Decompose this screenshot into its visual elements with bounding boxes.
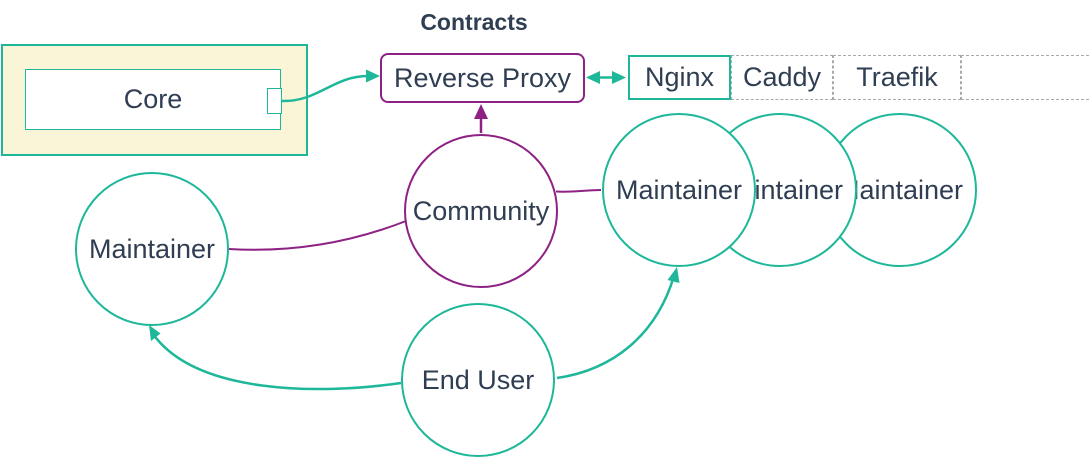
core-label: Core: [123, 84, 183, 114]
proxy-cell-nginx: Nginx: [628, 55, 731, 100]
arrowhead-up-icon: [149, 325, 161, 341]
end-user-label: End User: [421, 364, 535, 395]
reverse-proxy-node: Reverse Proxy: [380, 53, 585, 103]
reverse-proxy-label: Reverse Proxy: [393, 62, 572, 93]
edge-community-to-maintainer-left: [228, 220, 407, 251]
caddy-label: Caddy: [742, 62, 822, 92]
edge-community-to-maintainer-right: [555, 189, 602, 193]
nginx-label: Nginx: [644, 62, 715, 92]
edge-reverse-proxy-to-nginx: [586, 71, 626, 84]
diagram-title: Contracts: [420, 9, 528, 35]
maintainer-left-label: Maintainer: [88, 233, 216, 264]
proxy-cell-traefik: Traefik: [833, 55, 961, 100]
proxy-cell-empty: [961, 55, 1090, 100]
community-node: Community: [404, 134, 558, 288]
arrowhead-up-icon: [474, 104, 488, 119]
maintainer-node-1: Maintainer: [602, 113, 756, 267]
arrowhead-left-icon: [586, 71, 600, 84]
edge-enduser-to-maintainer-left: [149, 325, 402, 391]
core-node: Core: [25, 69, 281, 130]
proxy-cell-caddy: Caddy: [731, 55, 833, 100]
maintainer-left-node: Maintainer: [75, 172, 229, 326]
edge-community-to-reverse-proxy: [474, 104, 488, 133]
core-port: [267, 88, 282, 114]
edge-enduser-to-maintainer-right: [556, 267, 680, 380]
maintainer-3-label: Maintainer: [836, 174, 964, 205]
community-label: Community: [412, 195, 550, 226]
end-user-node: End User: [401, 303, 555, 457]
arrowhead-right-icon: [366, 69, 380, 83]
traefik-label: Traefik: [856, 62, 938, 92]
maintainer-1-label: Maintainer: [615, 174, 743, 205]
arrowhead-up-icon: [667, 267, 680, 283]
arrowhead-right-icon: [612, 71, 626, 84]
